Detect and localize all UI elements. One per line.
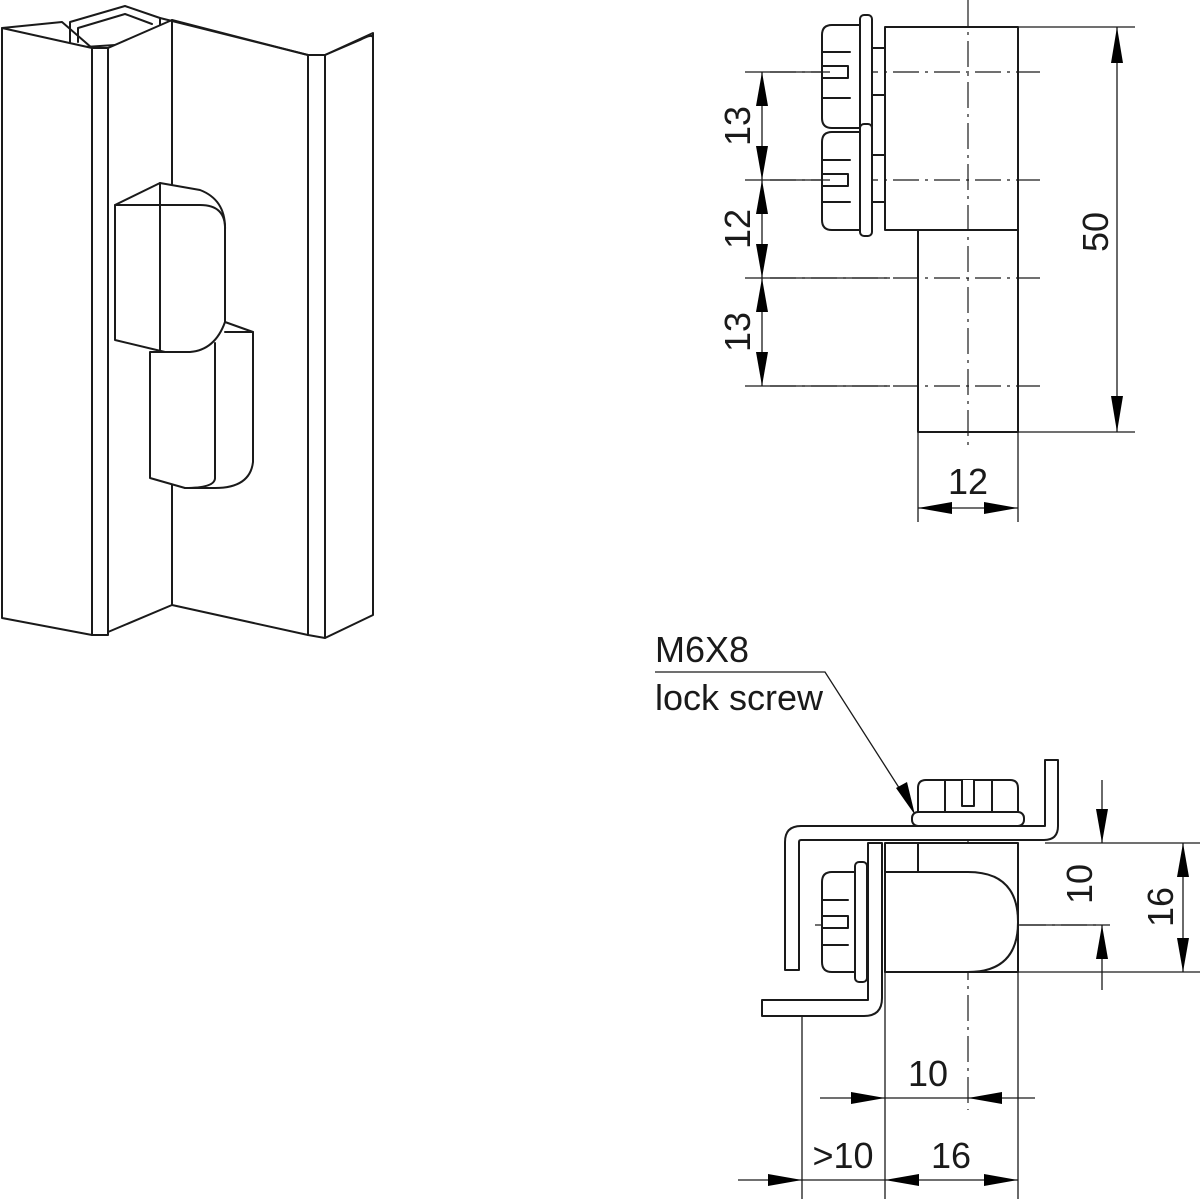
section-side-screw bbox=[821, 861, 868, 983]
section-view: 10 16 10 >10 16 bbox=[738, 759, 1200, 1199]
side-screw-lower bbox=[821, 123, 886, 237]
dim-text-pitch-upper: 13 bbox=[717, 106, 758, 146]
dim-text-height-10: 10 bbox=[1059, 864, 1100, 904]
dim-pitch-middle: 12 bbox=[717, 180, 768, 278]
callout-screw-size: M6X8 bbox=[655, 629, 749, 670]
top-lock-screw bbox=[911, 779, 1025, 827]
lock-screw-callout: M6X8 lock screw bbox=[655, 629, 915, 815]
dim-pitch-upper: 13 bbox=[717, 72, 768, 180]
dim-text-pitch-middle: 12 bbox=[717, 209, 758, 249]
lower-knuckle bbox=[149, 321, 254, 489]
dim-text-total-height: 50 bbox=[1075, 212, 1116, 252]
dim-pitch-lower: 13 bbox=[717, 278, 768, 386]
dim-text-width-16: 16 bbox=[931, 1135, 971, 1176]
isometric-hinge-view bbox=[1, 5, 374, 639]
dim-text-clearance: >10 bbox=[812, 1135, 873, 1176]
dim-height-16: 16 bbox=[1140, 843, 1189, 972]
callout-screw-name: lock screw bbox=[655, 677, 824, 718]
dim-text-width-10: 10 bbox=[908, 1053, 948, 1094]
side-view: 13 12 13 50 12 bbox=[717, 0, 1135, 522]
dim-width: 12 bbox=[918, 461, 1018, 514]
dim-clearance-and-width-16: >10 16 bbox=[738, 1135, 1018, 1186]
upper-knuckle bbox=[114, 182, 227, 353]
side-screw-upper bbox=[821, 14, 886, 131]
dim-text-height-16: 16 bbox=[1140, 887, 1181, 927]
dim-height-10: 10 bbox=[1059, 780, 1108, 990]
dim-total-height: 50 bbox=[1075, 27, 1123, 432]
dim-text-pitch-lower: 13 bbox=[717, 312, 758, 352]
dim-text-width: 12 bbox=[948, 461, 988, 502]
dim-width-10: 10 bbox=[820, 1053, 1035, 1104]
